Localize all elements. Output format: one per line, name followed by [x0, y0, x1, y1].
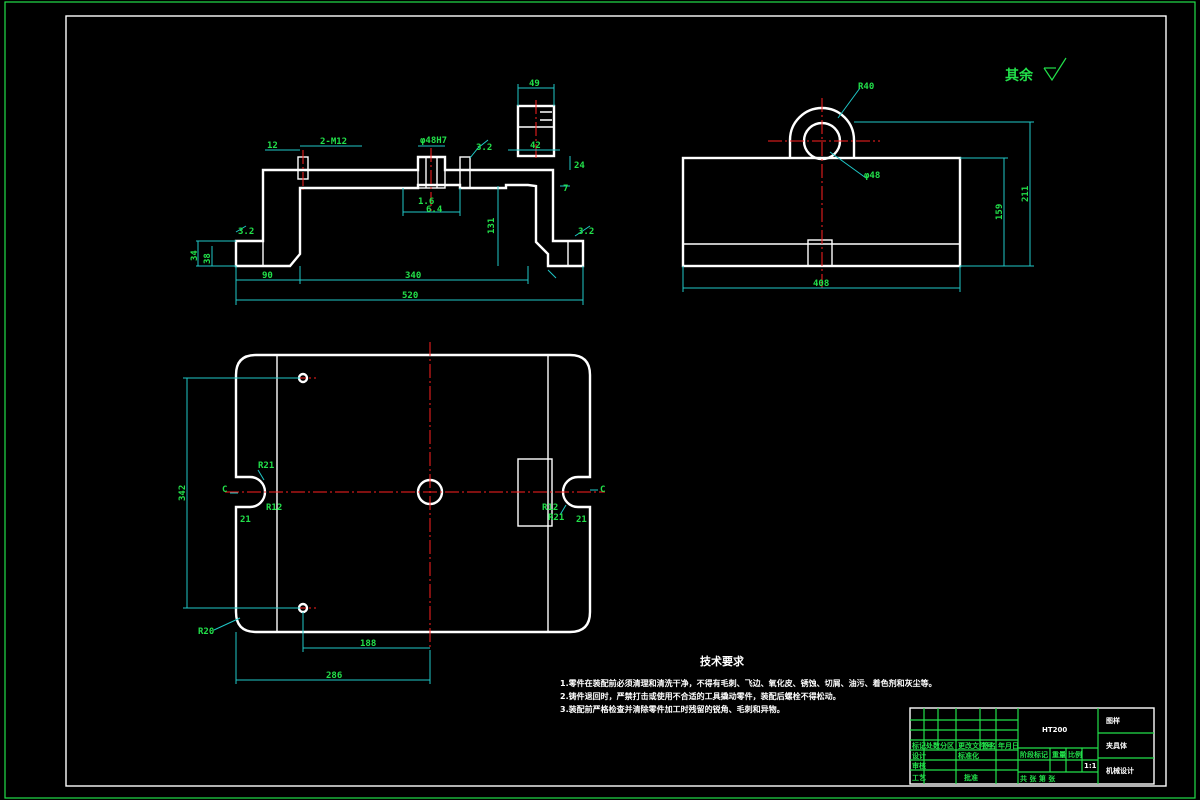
inner-sheet-border — [65, 15, 1167, 787]
dim-text-rough-left: 3.2 — [238, 227, 254, 237]
side-view-keyway — [807, 239, 833, 267]
tb-label-count: 处数 — [925, 741, 941, 750]
dim-text-21-left: 21 — [240, 515, 251, 525]
dim-text-rough-right: 3.2 — [578, 227, 594, 237]
tb-label-std: 标准化 — [957, 751, 979, 760]
outer-sheet-border — [4, 1, 1196, 799]
top-view: R21 R21 21 21 R12 R12 342 188 286 R20 C … — [178, 342, 605, 684]
dim-text-24: 24 — [574, 161, 585, 171]
dim-text-rough-bore: 1.6 — [418, 197, 434, 207]
leader-r21-left — [257, 469, 265, 481]
roughness-note: 其余 — [1005, 67, 1034, 84]
tech-requirement-1: 1.零件在装配前必须清理和清洗干净，不得有毛刺、飞边、氧化皮、锈蚀、切屑、油污、… — [560, 678, 937, 688]
tb-label-stage: 阶段标记 — [1020, 750, 1048, 759]
tb-label-scale: 比例 — [1068, 750, 1082, 759]
dim-text-131: 131 — [487, 218, 497, 234]
dim-text-211: 211 — [1021, 186, 1031, 202]
tb-label-approve: 批准 — [964, 773, 978, 782]
dim-text-520: 520 — [402, 291, 418, 301]
dim-text-408: 408 — [813, 279, 829, 289]
tb-label-date: 年月日 — [998, 741, 1019, 750]
dim-text-34: 34 — [190, 250, 200, 261]
roughness-right-icon — [574, 225, 591, 237]
dim-text-38: 38 — [203, 253, 213, 264]
tech-requirement-3: 3.装配前严格检查并清除零件加工时残留的锐角、毛刺和异物。 — [560, 704, 785, 714]
dim-text-286: 286 — [326, 671, 342, 681]
dim-text-phi48-side: φ48 — [864, 171, 880, 181]
tb-label-sign: 签名 — [981, 741, 996, 750]
dim-text-phi48: φ48H7 — [420, 136, 447, 146]
tb-label-sheet: 共 张 第 张 — [1020, 774, 1056, 783]
dim-text-42: 42 — [530, 141, 541, 151]
leader-r40 — [837, 87, 861, 119]
dim-text-342: 342 — [178, 485, 188, 501]
dim-text-340: 340 — [405, 271, 421, 281]
dim-text-49: 49 — [529, 79, 540, 89]
roughness-leader — [469, 139, 489, 159]
top-view-outline — [234, 353, 592, 634]
dim-text-159: 159 — [995, 204, 1005, 220]
side-view: R40 φ48 159 211 408 — [681, 82, 1034, 292]
dim-text-90: 90 — [262, 271, 273, 281]
tb-scale-value: 1:1 — [1084, 762, 1097, 770]
dim-text-188: 188 — [360, 639, 376, 649]
dim-text-mid: 6.4 — [426, 205, 443, 215]
dim-text-r12-left: R12 — [266, 503, 282, 513]
leader-phi48 — [829, 151, 867, 179]
dim-text-r12-right: R12 — [542, 503, 558, 513]
dim-text-thread: 2-M12 — [320, 137, 347, 147]
front-view-right-bore — [459, 156, 471, 189]
tb-drawing-label: 图样 — [1106, 716, 1120, 725]
tech-requirements: 技术要求 1.零件在装配前必须清理和清洗干净，不得有毛刺、飞边、氧化皮、锈蚀、切… — [560, 654, 937, 714]
dim-text-r21-left: R21 — [258, 461, 274, 471]
title-block: HT200 夹具体 机械设计 图样 1:1 标记 处数 分区 更改文件号 签名 … — [909, 707, 1155, 785]
dim-text-r40: R40 — [858, 82, 874, 92]
leader-r21-right — [559, 504, 567, 516]
front-view-right-slot — [567, 240, 584, 267]
front-view-left-slot — [235, 240, 264, 267]
roughness-symbol-icon — [1043, 57, 1067, 82]
tb-label-craft: 工艺 — [912, 773, 926, 782]
dim-text-7: 7 — [563, 184, 568, 194]
tb-label-design: 设计 — [912, 751, 926, 760]
front-view-boss-slot — [540, 111, 552, 121]
tb-label-change: 更改文件号 — [958, 741, 993, 750]
dim-text-rough-mid: 3.2 — [476, 143, 492, 153]
tb-company: 机械设计 — [1106, 766, 1134, 775]
roughness-bottom-icon — [547, 269, 557, 279]
section-label-left: C — [222, 485, 227, 495]
leader-r20 — [213, 617, 241, 631]
tb-label-check: 审核 — [912, 761, 926, 770]
tb-label-mark: 标记 — [911, 741, 926, 750]
section-label-right: C — [600, 485, 605, 495]
dim-text-21-right: 21 — [576, 515, 587, 525]
roughness-left-icon — [235, 225, 247, 233]
tb-part-name: 夹具体 — [1106, 741, 1128, 750]
tb-material: HT200 — [1042, 726, 1067, 734]
front-view: 49 12 2-M12 φ48H7 42 24 7 131 34 38 90 3… — [190, 79, 594, 305]
dim-text-r21-right: R21 — [548, 513, 564, 523]
tb-label-weight: 重量 — [1052, 750, 1066, 759]
tech-requirements-title: 技术要求 — [700, 654, 745, 668]
title-block-frame — [909, 707, 1155, 785]
dim-text-r20: R20 — [198, 627, 214, 637]
tech-requirement-2: 2.铸件退回时，严禁打击或使用不合适的工具撬动零件，装配后螺栓不得松动。 — [560, 691, 841, 701]
dim-text-12: 12 — [267, 141, 278, 151]
tb-label-zone: 分区 — [940, 741, 954, 750]
